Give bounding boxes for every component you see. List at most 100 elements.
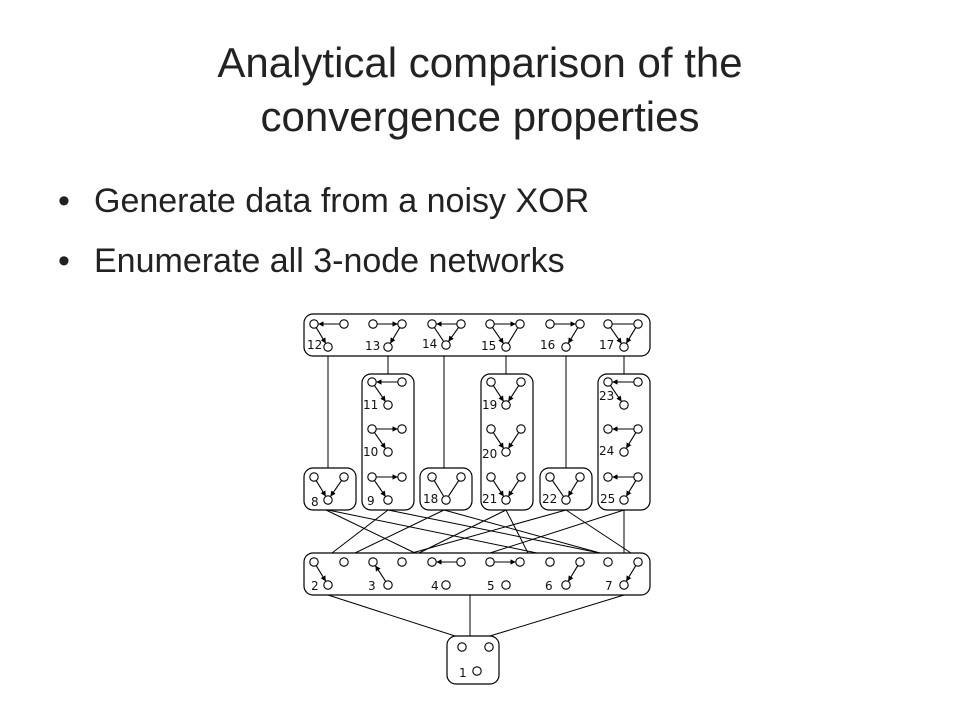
directed-edge [492,385,504,402]
group-box-8 [303,467,357,511]
network-label: 2 [311,579,319,593]
node-circle-icon [339,557,349,567]
bullet-list: • Generate data from a noisy XOR •Enumera… [58,178,589,298]
directed-edge [567,327,579,344]
network-label: 14 [422,337,437,351]
directed-edge [315,480,327,497]
node-circle-icon [516,472,526,482]
node-circle-icon [309,557,319,567]
network-label: 20 [482,447,497,461]
node-circle-icon [323,495,333,505]
directed-edge [625,432,637,449]
node-circle-icon [516,424,526,434]
node-circle-icon [603,424,613,434]
node-circle-icon [427,472,437,482]
lattice-edge [489,594,625,637]
directed-edge [373,432,386,449]
network-label: 1 [459,666,467,680]
directed-edge [315,565,327,582]
group-box-9-11 [361,373,415,511]
node-circle-icon [457,642,467,652]
network-22: 22 [542,472,585,506]
network-12: 12 [307,319,349,352]
network-label: 23 [599,389,614,403]
node-circle-icon [603,472,613,482]
network-21: 21 [482,472,526,506]
network-25: 25 [600,472,643,506]
undirected-edge [433,327,444,342]
node-circle-icon [619,495,629,505]
node-circle-icon [383,447,393,457]
lattice-edge [327,594,456,637]
network-4: 4 [427,557,466,593]
node-circle-icon [367,377,377,387]
node-circle-icon [575,319,585,329]
directed-edge [492,432,504,449]
node-circle-icon [501,400,511,410]
node-circle-icon [515,557,525,567]
node-circle-icon [633,319,643,329]
node-circle-icon [472,666,482,676]
network-7: 7 [603,557,643,593]
bullet-text: Generate data from a noisy XOR [94,182,590,220]
group-boxes [303,313,651,685]
node-circle-icon [367,424,377,434]
bullet-item: •Enumerate all 3-node networks [58,238,589,298]
network-label: 24 [599,444,614,458]
network-label: 13 [365,339,380,353]
directed-edge [567,565,579,582]
node-circle-icon [368,319,378,329]
network-2: 2 [309,557,349,593]
node-circle-icon [619,580,629,590]
node-circle-icon [619,447,629,457]
network-17: 17 [599,319,643,352]
node-circle-icon [561,580,571,590]
network-label: 19 [482,398,497,412]
bullet-dot-icon: • [58,182,70,220]
network-9: 9 [367,472,407,508]
group-box-2-7 [303,552,651,596]
node-circle-icon [441,340,451,350]
group-box-23-25 [597,373,651,511]
node-circle-icon [486,377,496,387]
node-circle-icon [561,495,571,505]
network-10: 10 [363,424,407,459]
node-circle-icon [516,377,526,387]
directed-edge [373,480,386,497]
group-box-top [303,313,651,357]
network-15: 15 [481,319,525,353]
node-circle-icon [441,580,451,590]
node-circle-icon [485,557,495,567]
node-circle-icon [339,319,349,329]
node-circle-icon [368,557,378,567]
network-label: 3 [368,579,376,593]
lattice-edge [327,509,538,554]
network-20: 20 [482,424,526,461]
directed-edge [508,432,520,449]
node-circle-icon [397,319,407,329]
node-circle-icon [603,377,613,387]
node-circle-icon [339,472,349,482]
node-circle-icon [545,319,555,329]
lattice-edge [354,509,445,554]
lattice-edge [325,509,416,554]
node-circle-icon [397,424,407,434]
node-circle-icon [603,319,613,329]
node-circle-icon [484,642,494,652]
node-circle-icon [456,557,466,567]
network-16: 16 [540,319,585,352]
network-label: 10 [363,445,378,459]
network-19: 19 [482,377,526,412]
node-circle-icon [456,319,466,329]
node-circle-icon [575,557,585,567]
node-circle-icon [545,557,555,567]
directed-edge [625,480,637,497]
lattice-edge [565,509,632,554]
node-circle-icon [501,580,511,590]
lattice-edge [331,509,389,554]
group-box-19-21 [480,373,534,511]
directed-edge [330,480,343,497]
node-circle-icon [501,447,511,457]
